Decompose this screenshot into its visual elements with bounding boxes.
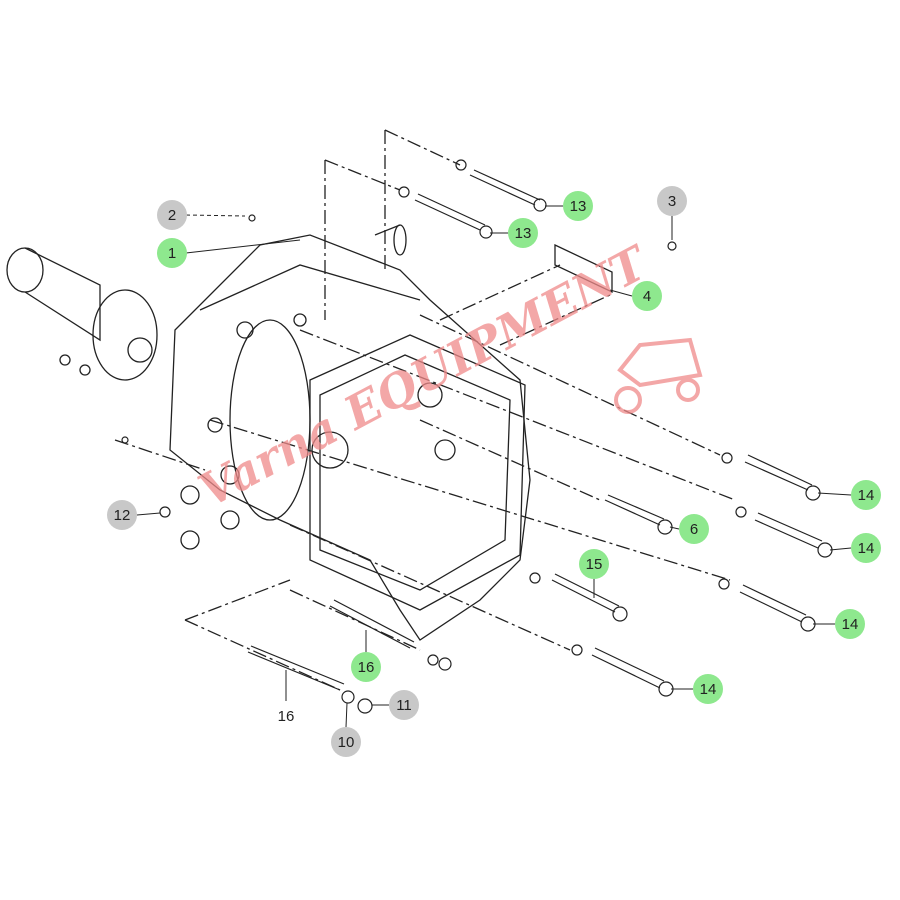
callout-1[interactable]: 1: [157, 238, 187, 268]
callout-14[interactable]: 14: [693, 674, 723, 704]
leader-lines: [136, 205, 852, 728]
callout-16[interactable]: 16: [351, 652, 381, 682]
bolts: [121, 159, 833, 714]
callout-2[interactable]: 2: [157, 200, 187, 230]
callout-12[interactable]: 12: [107, 500, 137, 530]
callout-4[interactable]: 4: [632, 281, 662, 311]
callout-16-plain[interactable]: 16: [277, 707, 295, 725]
callout-6[interactable]: 6: [679, 514, 709, 544]
callout-13[interactable]: 13: [563, 191, 593, 221]
starter-motor: [6, 247, 158, 381]
watermark-tractor-logo: [614, 337, 703, 414]
callout-10[interactable]: 10: [331, 727, 361, 757]
callout-13[interactable]: 13: [508, 218, 538, 248]
callout-3[interactable]: 3: [657, 186, 687, 216]
cover-plate: [554, 243, 613, 294]
guide-lines: [114, 129, 736, 691]
callout-15[interactable]: 15: [579, 549, 609, 579]
callout-11[interactable]: 11: [389, 690, 419, 720]
callout-14[interactable]: 14: [851, 533, 881, 563]
clutch-housing: [169, 224, 531, 641]
callout-14[interactable]: 14: [851, 480, 881, 510]
callout-14[interactable]: 14: [835, 609, 865, 639]
